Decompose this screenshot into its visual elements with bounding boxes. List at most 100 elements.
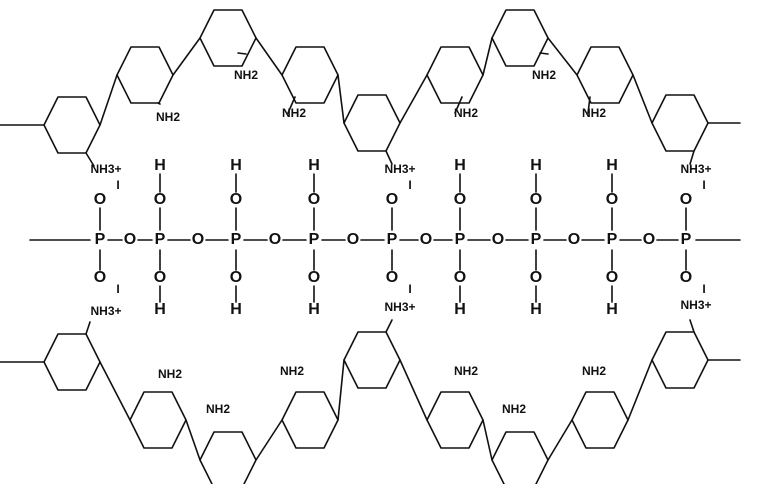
bridging-oxygen: O	[568, 231, 580, 248]
bottom-ring	[426, 391, 484, 449]
bridging-oxygen: O	[192, 231, 204, 248]
bottom-link	[99, 361, 131, 421]
chain-links	[0, 37, 741, 461]
hydrogen-atom: H	[308, 301, 320, 318]
ionic-bond-mark: I	[702, 178, 705, 192]
ammonium-bond	[689, 319, 695, 333]
top-link	[255, 37, 283, 76]
oxygen-atom: O	[680, 269, 692, 286]
ammonium-bond	[385, 150, 393, 165]
ionic-bond-mark: I	[116, 282, 119, 296]
amine-label: NH2	[502, 402, 526, 416]
oxygen-atom: O	[386, 191, 398, 208]
oxygen-atom: O	[386, 269, 398, 286]
amine-bond	[237, 52, 247, 55]
top-link	[99, 74, 118, 126]
hydrogen-atom: H	[308, 157, 320, 174]
ammonium-label: NH3+	[384, 162, 415, 176]
bottom-link	[337, 359, 345, 421]
bottom-link	[482, 419, 493, 461]
ammonium-bond	[385, 319, 393, 333]
oxygen-atom: O	[454, 191, 466, 208]
amine-label: NH2	[156, 110, 180, 124]
hydrogen-atom: H	[606, 157, 618, 174]
phosphorus-atom: P	[387, 231, 398, 248]
ionic-bond-mark: I	[702, 282, 705, 296]
phosphorus-atom: P	[155, 231, 166, 248]
hydrogen-atom: H	[154, 157, 166, 174]
top-link	[172, 37, 201, 76]
bottom-ring	[343, 331, 401, 389]
top-link	[547, 37, 578, 76]
bridging-oxygen: O	[643, 231, 655, 248]
top-ring	[576, 46, 634, 104]
oxygen-atom: O	[94, 269, 106, 286]
amine-label: NH2	[532, 68, 556, 82]
bottom-ring	[129, 391, 187, 449]
oxygen-atom: O	[606, 269, 618, 286]
amine-label: NH2	[582, 106, 606, 120]
top-link	[337, 74, 345, 124]
oxygen-atom: O	[154, 191, 166, 208]
bottom-ring	[651, 331, 709, 389]
top-link	[632, 74, 653, 124]
oxygen-atom: O	[308, 269, 320, 286]
ionic-bond-mark: I	[408, 282, 411, 296]
top-ring	[651, 94, 709, 152]
phosphorus-atom: P	[607, 231, 618, 248]
bottom-ring	[43, 333, 101, 391]
bridging-oxygen: O	[420, 231, 432, 248]
bottom-ring	[281, 391, 339, 449]
ammonium-label: NH3+	[90, 304, 121, 318]
oxygen-atom: O	[154, 269, 166, 286]
hydrogen-atom: H	[606, 301, 618, 318]
top-ring	[43, 96, 101, 154]
bridging-oxygen: O	[347, 231, 359, 248]
oxygen-atom: O	[680, 191, 692, 208]
top-ring	[343, 94, 401, 152]
bridging-oxygen: O	[269, 231, 281, 248]
oxygen-atom: O	[230, 191, 242, 208]
hydrogen-atom: H	[154, 301, 166, 318]
bottom-link	[627, 359, 653, 421]
ammonium-label: NH3+	[680, 298, 711, 312]
amine-bond	[157, 102, 161, 105]
oxygen-atom: O	[530, 191, 542, 208]
oxygen-atom: O	[454, 269, 466, 286]
hydrogen-atom: H	[230, 157, 242, 174]
hydrogen-atom: H	[230, 301, 242, 318]
amine-bond	[587, 96, 591, 114]
phosphorus-atom: P	[309, 231, 320, 248]
bottom-ring	[199, 431, 257, 484]
top-ring	[491, 9, 549, 67]
ammonium-label: NH3+	[90, 162, 121, 176]
phosphorus-atom: P	[531, 231, 542, 248]
amine-label: NH2	[454, 106, 478, 120]
top-ring	[281, 46, 339, 104]
bottom-link	[185, 419, 201, 461]
top-link	[482, 37, 493, 76]
oxygen-atom: O	[94, 191, 106, 208]
top-ring	[116, 46, 174, 104]
amine-label: NH2	[158, 367, 182, 381]
top-ring	[426, 46, 484, 104]
hydrogen-atom: H	[530, 301, 542, 318]
amine-label: NH2	[280, 364, 304, 378]
ionic-bond-mark: I	[408, 178, 411, 192]
amine-bond	[287, 96, 296, 114]
ionic-bond-mark: I	[116, 178, 119, 192]
oxygen-atom: O	[606, 191, 618, 208]
top-ring	[199, 9, 257, 67]
bottom-ring	[491, 431, 549, 484]
ammonium-bond	[85, 321, 91, 335]
bottom-link	[255, 419, 283, 461]
ammonium-bond	[85, 152, 95, 167]
ammonium-bond	[689, 150, 695, 165]
hydrogen-atom: H	[454, 157, 466, 174]
amine-bond	[539, 52, 549, 55]
bottom-ring	[571, 391, 629, 449]
bridging-oxygen: O	[124, 231, 136, 248]
ammonium-label: NH3+	[680, 162, 711, 176]
